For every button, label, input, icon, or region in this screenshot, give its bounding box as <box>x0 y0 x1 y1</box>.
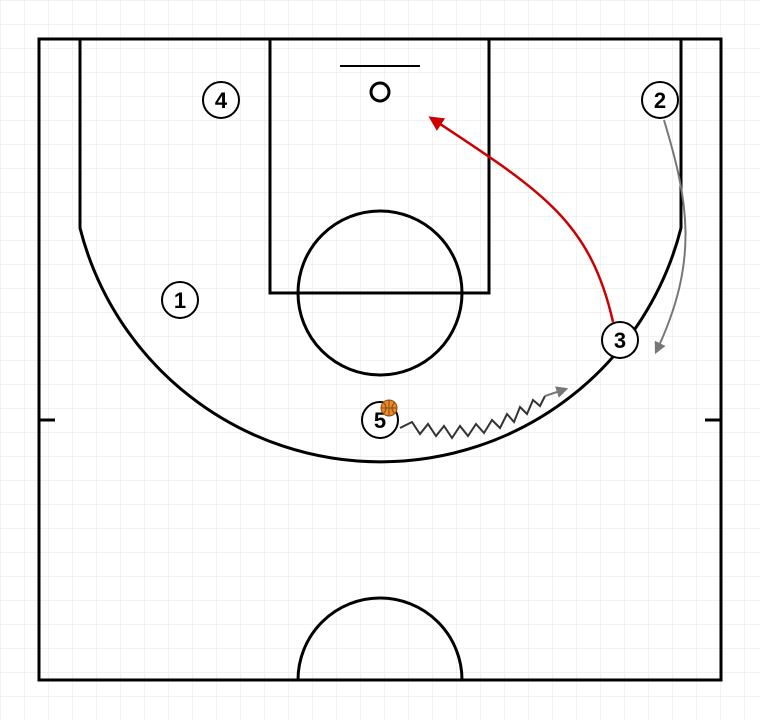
player-4-marker <box>202 81 240 119</box>
player-1-label: 1 <box>174 288 186 313</box>
player-2-label: 2 <box>654 88 666 113</box>
basket-rim <box>369 81 391 103</box>
player-2[interactable]: 2 <box>641 81 679 119</box>
player-3-marker <box>601 321 639 359</box>
dribble-line-5 <box>399 386 569 440</box>
basketball-icon <box>380 399 398 417</box>
player-4-label: 4 <box>215 88 228 113</box>
paint-lane <box>268 37 491 295</box>
player-3[interactable]: 3 <box>601 321 639 359</box>
move-line-2 <box>654 119 687 355</box>
player-2-marker <box>641 81 679 119</box>
player-1[interactable]: 1 <box>161 281 199 319</box>
free-throw-circle <box>296 209 464 377</box>
cut-line-3 <box>428 116 615 323</box>
player-5-label: 5 <box>374 408 386 433</box>
player-4[interactable]: 4 <box>202 81 240 119</box>
player-3-label: 3 <box>614 328 626 353</box>
player-1-marker <box>161 281 199 319</box>
center-circle <box>296 596 464 681</box>
